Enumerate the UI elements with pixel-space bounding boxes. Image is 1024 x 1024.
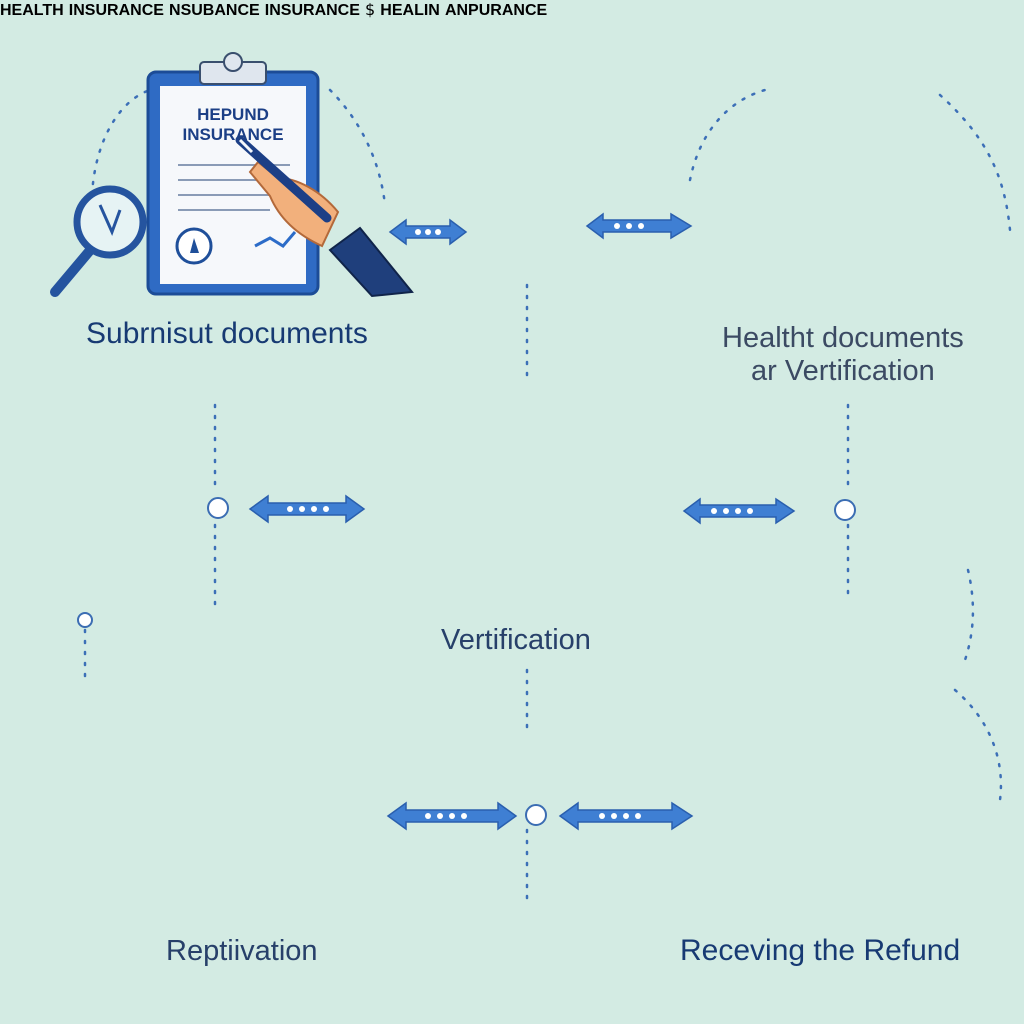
doc-title-line-2: INSURANCE xyxy=(68,2,164,19)
caption-submit-documents: Subrnisut documents xyxy=(86,317,368,350)
step-receiving-refund: HEALIN ANPURANCE xyxy=(380,0,547,19)
doc-title-line-2: INSURANCE xyxy=(264,2,360,19)
caption-reptiivation: Reptiivation xyxy=(166,935,318,967)
connector-lines xyxy=(83,88,1012,902)
arrow-bottom-right xyxy=(558,801,694,831)
caption-line-1: Healtht documents xyxy=(722,322,964,354)
step-reptiivation: NSUBANCE INSURANCE $ xyxy=(169,0,380,19)
arrow-top-right xyxy=(585,212,693,240)
caption-verification: Vertification xyxy=(441,624,591,656)
doc-title-line-1: HEALIN xyxy=(380,2,440,19)
step-health-documents: HEALTH INSURANCE xyxy=(0,0,169,19)
caption-health-documents: Healtht documents ar Vertification xyxy=(722,324,964,386)
connector-nodes xyxy=(77,497,856,826)
caption-line-2: ar Vertification xyxy=(751,355,935,387)
dollar-symbol: $ xyxy=(365,0,376,19)
seal-icon: $ xyxy=(365,0,380,19)
doc-title-line-1: NSUBANCE xyxy=(169,2,260,19)
double-arrows xyxy=(248,212,796,831)
caption-receiving-refund: Receving the Refund xyxy=(680,934,961,967)
doc-title-line-1: HEALTH xyxy=(0,2,64,19)
doc-title-line-2: ANPURANCE xyxy=(444,2,548,19)
arrow-mid-right xyxy=(682,497,796,525)
doc-title-line-1: HEPUND xyxy=(197,105,269,124)
signature-icon xyxy=(254,231,297,248)
arrow-top-left xyxy=(388,218,468,246)
magnifier-icon xyxy=(50,185,147,297)
dollar-coin-icon: $ xyxy=(365,0,380,19)
doc-title-line-2: INSURANCE xyxy=(182,125,283,144)
arrow-bottom-left xyxy=(386,801,518,831)
hand-pen-icon xyxy=(235,135,414,298)
arrow-mid-left xyxy=(248,494,366,524)
step-submit-documents: HEPUND INSURANCE xyxy=(50,52,414,298)
